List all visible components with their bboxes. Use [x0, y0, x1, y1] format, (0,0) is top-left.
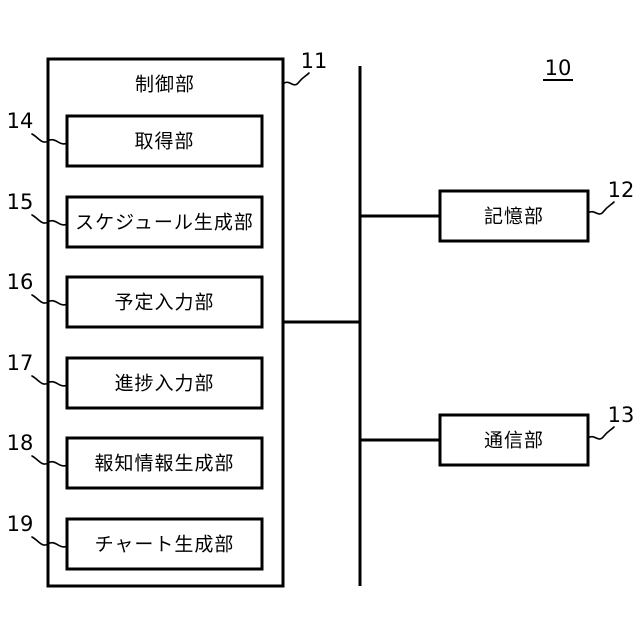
module-label-1: スケジュール生成部: [75, 212, 254, 234]
module-label-4: 報知情報生成部: [94, 453, 234, 475]
module-box-0: [65, 114, 264, 168]
leader-line-12: [587, 201, 615, 215]
module-box-4: [65, 436, 264, 490]
module-box-3: [65, 356, 264, 410]
module-group-5: チャート生成部 19: [7, 512, 264, 571]
module-box-2: [65, 275, 264, 329]
control-unit-ref-group: 11: [282, 49, 328, 86]
module-label-3: 進捗入力部: [114, 373, 214, 395]
control-unit-title: 制御部: [135, 74, 195, 96]
module-box-5: [65, 517, 264, 571]
leader-line-18: [31, 455, 68, 467]
module-ref-3: 17: [7, 351, 34, 375]
module-label-5: チャート生成部: [95, 534, 235, 556]
comm-unit-ref: 13: [608, 403, 635, 427]
peripheral-group-1: 通信部 13: [360, 403, 635, 467]
peripheral-group-0: 記憶部 12: [360, 178, 635, 243]
module-ref-4: 18: [7, 431, 34, 455]
module-group-2: 予定入力部 16: [7, 270, 264, 329]
leader-line-17: [31, 375, 68, 387]
module-group-3: 進捗入力部 17: [7, 351, 264, 410]
module-ref-1: 15: [7, 190, 34, 214]
module-group-1: スケジュール生成部 15: [7, 190, 264, 249]
leader-line-15: [31, 214, 68, 226]
comm-unit-label: 通信部: [484, 430, 544, 452]
module-label-0: 取得部: [134, 131, 194, 153]
module-ref-0: 14: [7, 109, 34, 133]
memory-unit-label: 記憶部: [484, 206, 544, 228]
module-group-4: 報知情報生成部 18: [7, 431, 264, 490]
leader-line-16: [31, 294, 68, 306]
leader-line-13: [587, 426, 615, 440]
system-ref-number: 10: [545, 56, 572, 80]
leader-line-19: [31, 536, 68, 548]
memory-unit-ref: 12: [608, 178, 635, 202]
memory-unit-box: [438, 189, 590, 243]
module-group-0: 取得部 14: [7, 109, 264, 168]
module-label-2: 予定入力部: [114, 292, 214, 314]
system-ref-group: 10: [543, 56, 573, 81]
module-ref-5: 19: [7, 512, 34, 536]
leader-line-14: [31, 133, 68, 145]
module-ref-2: 16: [7, 270, 34, 294]
control-unit-ref-number: 11: [301, 49, 328, 73]
module-box-1: [65, 195, 264, 249]
comm-unit-box: [438, 413, 590, 467]
leader-line-11: [282, 72, 310, 86]
